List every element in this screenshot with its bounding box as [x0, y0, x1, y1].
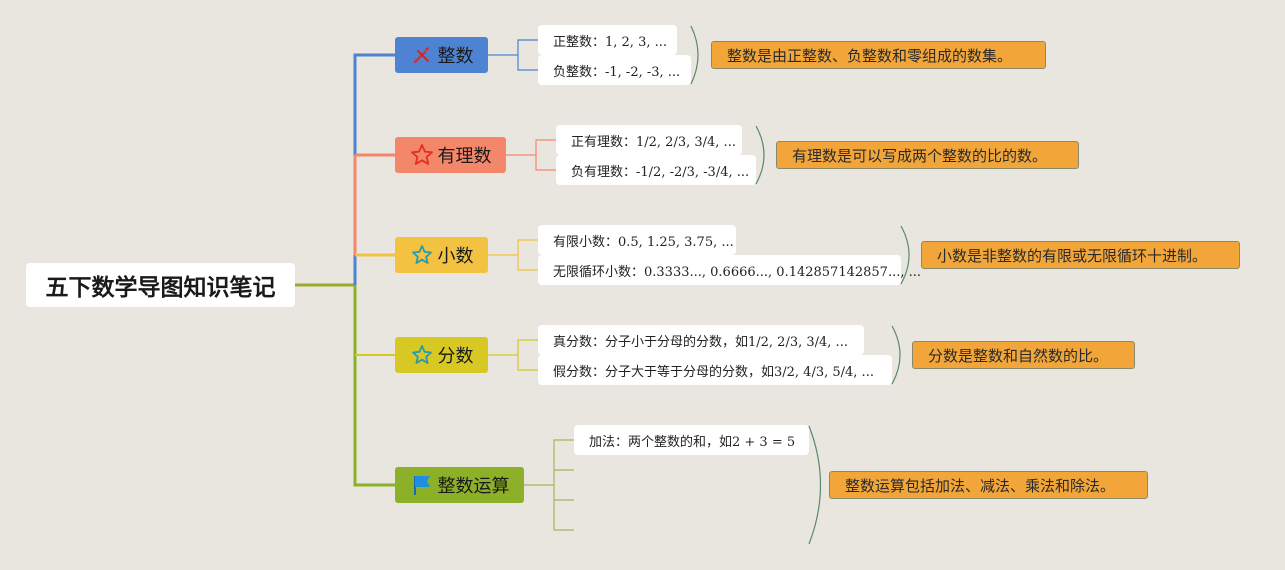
branch-label: 整数运算: [437, 476, 510, 497]
summary-integer[interactable]: 整数是由正整数、负整数和零组成的数集。: [711, 41, 1046, 69]
leaf-positive-integer[interactable]: 正整数：1, 2, 3, ...: [538, 25, 677, 55]
branch-decimal[interactable]: 小数: [395, 237, 488, 273]
branch-label: 有理数: [437, 146, 492, 167]
branch-rational[interactable]: 有理数: [395, 137, 506, 173]
branch-integer[interactable]: 整数: [395, 37, 488, 73]
root-title: 五下数学导图知识笔记: [45, 275, 276, 301]
star-outline-icon: [410, 143, 434, 167]
branch-integer-operation[interactable]: 整数运算: [395, 467, 524, 503]
leaf-positive-rational[interactable]: 正有理数：1/2, 2/3, 3/4, ...: [556, 125, 742, 155]
branch-label: 整数: [437, 46, 474, 67]
star-outline-icon: [410, 243, 434, 267]
summary-decimal[interactable]: 小数是非整数的有限或无限循环十进制。: [921, 241, 1240, 269]
leaf-improper-fraction[interactable]: 假分数：分子大于等于分母的分数，如3/2, 4/3, 5/4, ...: [538, 355, 892, 385]
leaf-finite-decimal[interactable]: 有限小数：0.5, 1.25, 3.75, ...: [538, 225, 736, 255]
summary-integer-operation[interactable]: 整数运算包括加法、减法、乘法和除法。: [829, 471, 1148, 499]
leaf-addition[interactable]: 加法：两个整数的和，如2 + 3 = 5: [574, 425, 809, 455]
leaf-proper-fraction[interactable]: 真分数：分子小于分母的分数，如1/2, 2/3, 3/4, ...: [538, 325, 864, 355]
summary-rational[interactable]: 有理数是可以写成两个整数的比的数。: [776, 141, 1079, 169]
branch-fraction[interactable]: 分数: [395, 337, 488, 373]
branch-label: 分数: [437, 346, 474, 367]
summary-fraction[interactable]: 分数是整数和自然数的比。: [912, 341, 1135, 369]
leaf-negative-rational[interactable]: 负有理数：-1/2, -2/3, -3/4, ...: [556, 155, 756, 185]
leaf-negative-integer[interactable]: 负整数：-1, -2, -3, ...: [538, 55, 691, 85]
leaf-repeating-decimal[interactable]: 无限循环小数：0.3333..., 0.6666..., 0.142857142…: [538, 255, 921, 285]
star-outline-icon: [410, 343, 434, 367]
flag-icon: [410, 473, 434, 497]
branch-label: 小数: [437, 246, 474, 267]
pen-icon: [410, 43, 434, 67]
root-topic[interactable]: 五下数学导图知识笔记: [26, 263, 295, 307]
